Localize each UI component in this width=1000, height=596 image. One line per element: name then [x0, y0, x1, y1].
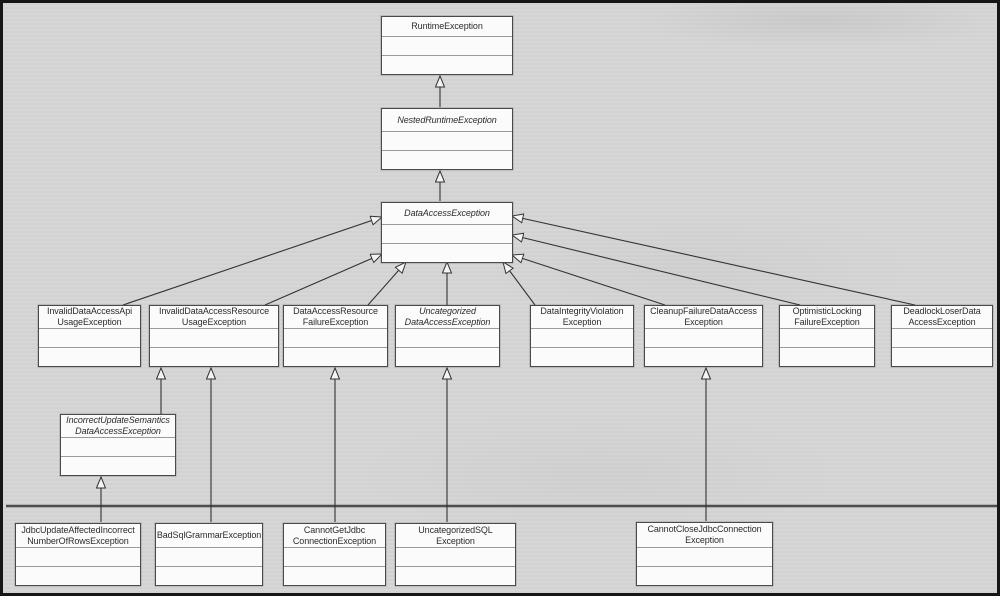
- empty-compartment: [892, 328, 992, 347]
- class-name-nested-runtime-exception: NestedRuntimeException: [397, 114, 497, 125]
- empty-compartment: [156, 566, 262, 585]
- class-name-data-access-exception: DataAccessException: [404, 208, 490, 218]
- empty-compartment: [780, 347, 874, 366]
- class-name-uncategorized-sql-exception: UncategorizedSQL Exception: [418, 524, 493, 546]
- empty-compartment: [61, 437, 175, 456]
- class-name-data-access-resource-failure-exception: DataAccessResource FailureException: [293, 306, 378, 327]
- empty-compartment: [61, 456, 175, 475]
- inheritance-edge-data-integrity-violation-exception: [503, 262, 536, 306]
- class-node-runtime-exception: RuntimeException: [381, 16, 513, 75]
- empty-compartment: [16, 566, 140, 585]
- empty-compartment: [645, 347, 762, 366]
- empty-compartment: [382, 224, 512, 243]
- empty-compartment: [39, 328, 140, 347]
- empty-compartment: [284, 547, 385, 566]
- class-node-data-access-resource-failure-exception: DataAccessResource FailureException: [283, 305, 388, 367]
- class-node-uncategorized-sql-exception: UncategorizedSQL Exception: [395, 523, 516, 586]
- empty-compartment: [284, 347, 387, 366]
- empty-compartment: [396, 347, 499, 366]
- class-node-data-access-exception: DataAccessException: [381, 202, 513, 263]
- class-node-uncategorized-data-access-exception: Uncategorized DataAccessException: [395, 305, 500, 367]
- empty-compartment: [637, 547, 772, 566]
- inheritance-edge-layer: [6, 3, 997, 522]
- empty-compartment: [16, 547, 140, 566]
- empty-compartment: [892, 347, 992, 366]
- class-node-cannot-get-jdbc-connection-exception: CannotGetJdbc ConnectionException: [283, 523, 386, 586]
- class-name-bad-sql-grammar-exception: BadSqlGrammarException: [156, 530, 262, 540]
- empty-compartment: [531, 328, 633, 347]
- class-name-cannot-close-jdbc-connection-exception: CannotCloseJdbcConnection Exception: [647, 524, 762, 545]
- empty-compartment: [156, 547, 262, 566]
- empty-compartment: [637, 566, 772, 585]
- inheritance-edge-deadlock-loser-data-access-exception: [512, 216, 916, 306]
- class-node-jdbc-update-affected-incorrect-number-of-rows-exception: JdbcUpdateAffectedIncorrect NumberOfRows…: [15, 523, 141, 586]
- inheritance-edge-cleanup-failure-data-access-exception: [512, 255, 666, 306]
- empty-compartment: [284, 566, 385, 585]
- empty-compartment: [382, 131, 512, 150]
- empty-compartment: [645, 328, 762, 347]
- class-name-cannot-get-jdbc-connection-exception: CannotGetJdbc ConnectionException: [292, 524, 377, 546]
- class-name-deadlock-loser-data-access-exception: DeadlockLoserData AccessException: [903, 306, 981, 327]
- class-name-invalid-data-access-resource-usage-exception: InvalidDataAccessResource UsageException: [158, 306, 270, 327]
- class-node-data-integrity-violation-exception: DataIntegrityViolation Exception: [530, 305, 634, 367]
- empty-compartment: [284, 328, 387, 347]
- empty-compartment: [150, 347, 278, 366]
- class-name-optimistic-locking-failure-exception: OptimisticLocking FailureException: [792, 306, 862, 327]
- empty-compartment: [382, 150, 512, 169]
- class-node-cleanup-failure-data-access-exception: CleanupFailureDataAccess Exception: [644, 305, 763, 367]
- inheritance-edge-optimistic-locking-failure-exception: [512, 235, 801, 306]
- class-node-invalid-data-access-api-usage-exception: InvalidDataAccessApi UsageException: [38, 305, 141, 367]
- class-node-bad-sql-grammar-exception: BadSqlGrammarException: [155, 523, 263, 586]
- class-name-jdbc-update-affected-incorrect-number-of-rows-exception: JdbcUpdateAffectedIncorrect NumberOfRows…: [21, 524, 135, 546]
- class-node-invalid-data-access-resource-usage-exception: InvalidDataAccessResource UsageException: [149, 305, 279, 367]
- inheritance-edge-invalid-data-access-resource-usage-exception: [264, 254, 382, 306]
- empty-compartment: [396, 547, 515, 566]
- class-name-uncategorized-data-access-exception: Uncategorized DataAccessException: [404, 306, 491, 327]
- class-name-runtime-exception: RuntimeException: [411, 21, 483, 31]
- empty-compartment: [382, 36, 512, 55]
- class-name-data-integrity-violation-exception: DataIntegrityViolation Exception: [540, 306, 624, 327]
- class-node-incorrect-update-semantics-data-access-exception: IncorrectUpdateSemantics DataAccessExcep…: [60, 414, 176, 476]
- empty-compartment: [531, 347, 633, 366]
- empty-compartment: [780, 328, 874, 347]
- empty-compartment: [396, 328, 499, 347]
- class-node-nested-runtime-exception: NestedRuntimeException: [381, 108, 513, 170]
- class-node-optimistic-locking-failure-exception: OptimisticLocking FailureException: [779, 305, 875, 367]
- class-node-deadlock-loser-data-access-exception: DeadlockLoserData AccessException: [891, 305, 993, 367]
- inheritance-edge-invalid-data-access-api-usage-exception: [122, 217, 382, 306]
- empty-compartment: [382, 243, 512, 262]
- class-name-cleanup-failure-data-access-exception: CleanupFailureDataAccess Exception: [650, 306, 757, 327]
- class-name-incorrect-update-semantics-data-access-exception: IncorrectUpdateSemantics DataAccessExcep…: [66, 415, 170, 436]
- inheritance-edge-data-access-resource-failure-exception: [367, 262, 406, 306]
- class-name-invalid-data-access-api-usage-exception: InvalidDataAccessApi UsageException: [46, 306, 133, 327]
- empty-compartment: [396, 566, 515, 585]
- empty-compartment: [39, 347, 140, 366]
- empty-compartment: [382, 55, 512, 74]
- class-node-cannot-close-jdbc-connection-exception: CannotCloseJdbcConnection Exception: [636, 522, 773, 586]
- empty-compartment: [150, 328, 278, 347]
